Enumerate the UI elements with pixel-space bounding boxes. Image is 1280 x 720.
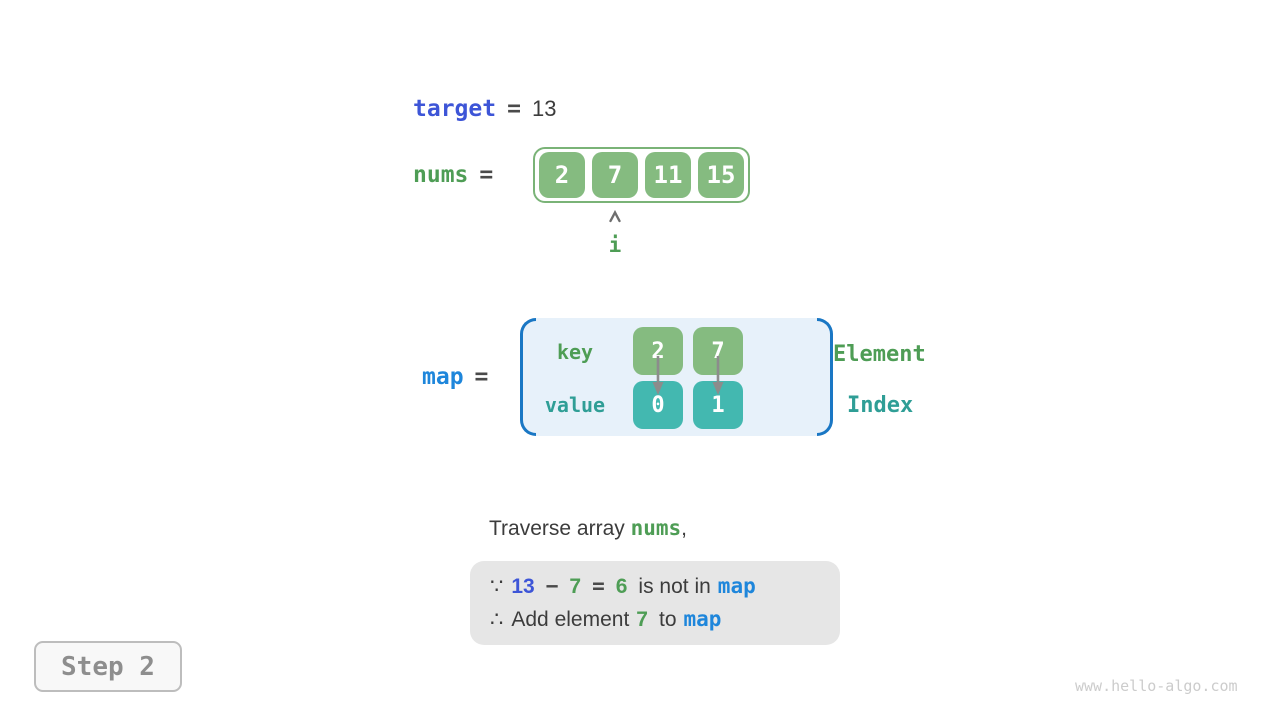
map-container: key value 2 7 0 1 (520, 318, 833, 436)
target-line: target = 13 (413, 95, 556, 122)
pointer-caret-icon (609, 210, 621, 223)
key-to-value-arrow-icon (712, 356, 724, 395)
minus-sign: − (545, 574, 559, 598)
add-element-text: Add element (511, 608, 630, 631)
therefore-symbol: ∴ (490, 608, 504, 631)
difference: 6 (615, 575, 628, 598)
caption-text: Traverse array (489, 517, 631, 540)
caption-line: Traverse array nums, (489, 516, 687, 541)
target-value: 13 (531, 96, 557, 121)
target-label: target (413, 96, 497, 122)
nums-array: 2 7 11 15 (533, 147, 750, 203)
equals-sign: = (474, 364, 489, 390)
equals-sign: = (479, 162, 494, 188)
step-badge-label: Step 2 (61, 651, 155, 682)
not-in-text: is not in (638, 575, 711, 598)
array-cell-0: 2 (539, 152, 585, 198)
legend-index-label: Index (847, 393, 914, 418)
map-name: map (422, 364, 464, 390)
right-bracket (817, 318, 833, 436)
equals-sign: = (507, 96, 521, 122)
map-code-ref: map (683, 607, 722, 631)
to-text: to (658, 608, 677, 631)
array-cell-3: 15 (698, 152, 744, 198)
caption-code: nums (630, 516, 682, 540)
array-cell-2: 11 (645, 152, 691, 198)
map-code-ref: map (717, 574, 756, 598)
map-value-cell-0: 0 (633, 381, 683, 429)
minuend: 13 (511, 575, 535, 598)
nums-label: nums = (413, 161, 504, 188)
step-badge: Step 2 (34, 641, 182, 692)
key-row-label: key (556, 340, 594, 364)
watermark-text: www.hello-algo.com (1075, 677, 1238, 695)
caption-tail: , (681, 517, 688, 540)
key-to-value-arrow-icon (652, 356, 664, 395)
left-bracket (520, 318, 536, 436)
nums-name: nums (413, 162, 469, 188)
index-pointer-label: i (608, 233, 622, 257)
value-row-label: value (544, 393, 606, 417)
legend-element-label: Element (833, 342, 926, 367)
explanation-line-1: ∵ 13−7 = 6 is not in map (490, 570, 840, 603)
array-cell-1: 7 (592, 152, 638, 198)
because-symbol: ∵ (490, 575, 504, 598)
subtrahend: 7 (569, 575, 582, 598)
map-value-cell-1: 1 (693, 381, 743, 429)
map-label: map = (422, 363, 499, 390)
equals-sign: = (592, 574, 605, 598)
added-value: 7 (636, 608, 648, 631)
